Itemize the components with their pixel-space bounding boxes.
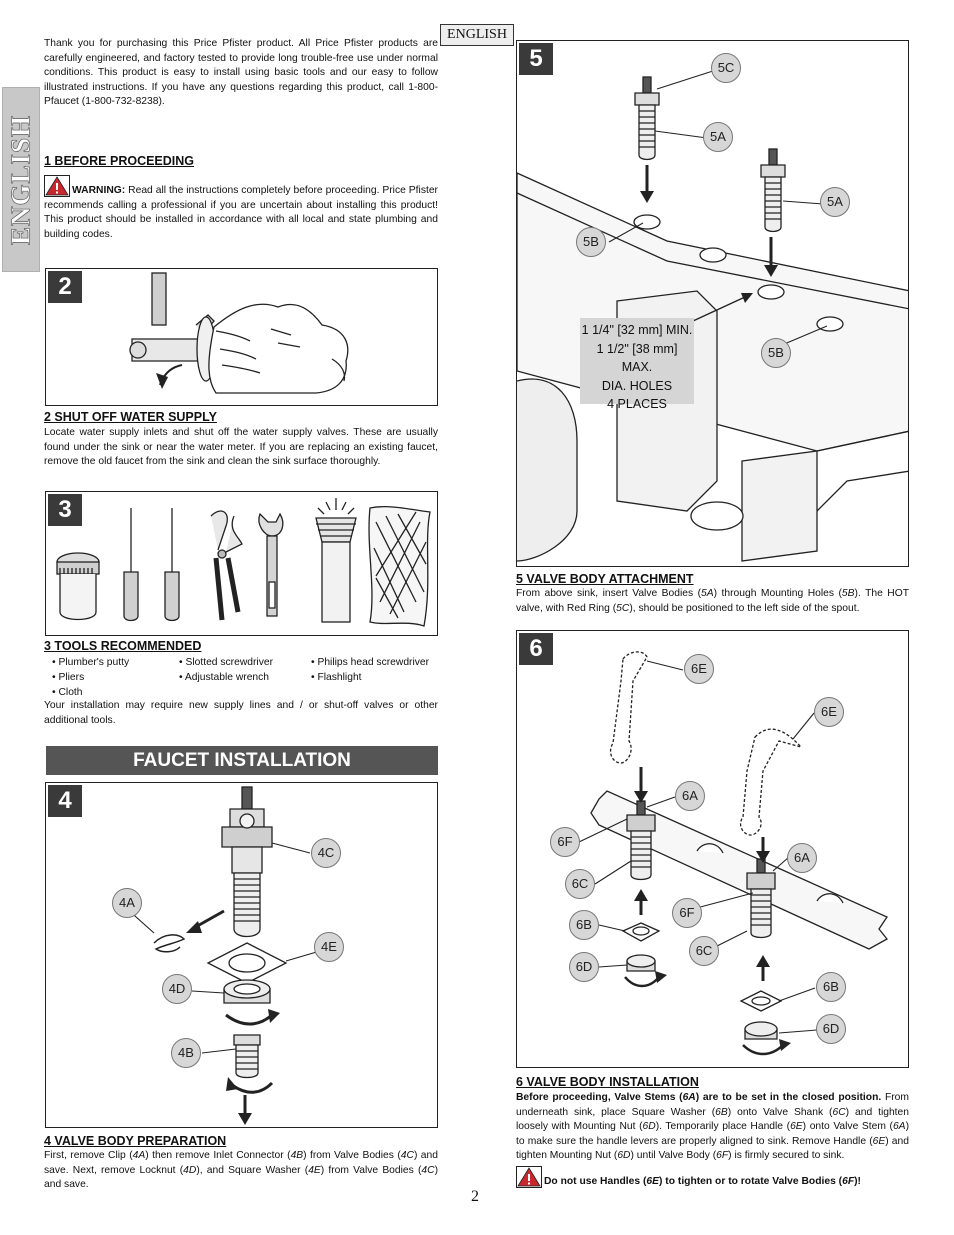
intro-paragraph: Thank you for purchasing this Price Pfis… bbox=[44, 38, 438, 108]
step4-heading: 4 VALVE BODY PREPARATION bbox=[44, 1134, 227, 1148]
callout-5a-left: 5A bbox=[703, 122, 733, 152]
callout-5a-right: 5A bbox=[820, 187, 850, 217]
callout-6d-left: 6D bbox=[569, 952, 599, 982]
tool-item: • Philips head screwdriver bbox=[311, 657, 430, 668]
dimension-places: 4 PLACES bbox=[607, 397, 667, 411]
step3-panel: 3 bbox=[45, 491, 438, 636]
side-language-tab: ENGLISH bbox=[2, 87, 40, 272]
callout-6a-right: 6A bbox=[787, 843, 817, 873]
section1-warning: WARNING: Read all the instructions compl… bbox=[44, 175, 438, 242]
callout-6f-right: 6F bbox=[672, 898, 702, 928]
side-language-label: ENGLISH bbox=[5, 114, 36, 245]
callout-4a: 4A bbox=[112, 888, 142, 918]
step4-panel: 4 bbox=[45, 782, 438, 1128]
step5-text: From above sink, insert Valve Bodies (5A… bbox=[516, 588, 909, 614]
tool-item: • Pliers bbox=[52, 672, 85, 683]
step5-panel: 5 bbox=[516, 40, 909, 567]
callout-4b: 4B bbox=[171, 1038, 201, 1068]
valve-body-exploded-illustration bbox=[125, 786, 321, 1125]
tools-illustration bbox=[56, 498, 431, 627]
callout-5b-left: 5B bbox=[576, 227, 606, 257]
step2-number: 2 bbox=[48, 271, 82, 303]
callout-6f-left: 6F bbox=[550, 827, 580, 857]
callout-6b-left: 6B bbox=[569, 910, 599, 940]
tools-list: • Plumber's putty • Slotted screwdriver … bbox=[52, 655, 438, 700]
step2-panel: 2 bbox=[45, 268, 438, 406]
callout-6a-left: 6A bbox=[675, 781, 705, 811]
hole-dimension-box: 1 1/4" [32 mm] MIN. 1 1/2" [38 mm] MAX. … bbox=[580, 318, 694, 411]
callout-6e-left: 6E bbox=[684, 654, 714, 684]
dimension-min: 1 1/4" [32 mm] MIN. bbox=[581, 323, 693, 337]
step3-note: Your installation may require new supply… bbox=[44, 700, 438, 726]
callout-6c-left: 6C bbox=[565, 869, 595, 899]
section1-heading: 1 BEFORE PROCEEDING bbox=[44, 154, 195, 168]
callout-6b-right: 6B bbox=[816, 972, 846, 1002]
callout-6c-right: 6C bbox=[689, 936, 719, 966]
dimension-max: 1 1/2" [38 mm] MAX. bbox=[596, 341, 678, 375]
language-label: ENGLISH bbox=[440, 24, 514, 46]
tool-item: • Plumber's putty bbox=[52, 657, 130, 668]
step6-heading: 6 VALVE BODY INSTALLATION bbox=[516, 1075, 699, 1089]
step2-text: Locate water supply inlets and shut off … bbox=[44, 427, 438, 468]
tool-item: • Cloth bbox=[52, 687, 83, 698]
tool-item: • Adjustable wrench bbox=[179, 672, 270, 683]
step3-heading: 3 TOOLS RECOMMENDED bbox=[44, 639, 202, 653]
step5-number: 5 bbox=[519, 43, 553, 75]
tool-item: • Flashlight bbox=[311, 672, 362, 683]
faucet-installation-banner: FAUCET INSTALLATION bbox=[46, 746, 438, 775]
tool-item: • Slotted screwdriver bbox=[179, 657, 274, 668]
step5-heading: 5 VALVE BODY ATTACHMENT bbox=[516, 572, 694, 586]
page-number: 2 bbox=[471, 1188, 479, 1205]
valve-body-installation-illustration bbox=[578, 651, 888, 1056]
warning-icon bbox=[44, 175, 70, 197]
caution-icon bbox=[516, 1166, 542, 1188]
callout-6e-right: 6E bbox=[814, 697, 844, 727]
shutoff-valve-illustration bbox=[129, 272, 349, 394]
step3-number: 3 bbox=[48, 494, 82, 526]
callout-4c: 4C bbox=[311, 838, 341, 868]
dimension-holes: DIA. HOLES bbox=[601, 378, 673, 393]
step4-text: First, remove Clip (4A) then remove Inle… bbox=[44, 1150, 439, 1191]
warning-label: WARNING: bbox=[72, 185, 126, 196]
step6-text: Before proceeding, Valve Stems (6A) are … bbox=[516, 1092, 909, 1162]
callout-4e: 4E bbox=[314, 932, 344, 962]
step6-caution: Do not use Handles (6E) to tighten or to… bbox=[516, 1166, 909, 1190]
warning-text: Read all the instructions completely bef… bbox=[44, 185, 438, 240]
step6-panel: 6 bbox=[516, 630, 909, 1068]
valve-body-attachment-illustration bbox=[517, 69, 908, 562]
step6-number: 6 bbox=[519, 633, 553, 665]
callout-5b-right: 5B bbox=[761, 338, 791, 368]
callout-4d: 4D bbox=[162, 974, 192, 1004]
step4-number: 4 bbox=[48, 785, 82, 817]
callout-6d-right: 6D bbox=[816, 1014, 846, 1044]
callout-5c: 5C bbox=[711, 53, 741, 83]
step2-heading: 2 SHUT OFF WATER SUPPLY bbox=[44, 410, 217, 424]
